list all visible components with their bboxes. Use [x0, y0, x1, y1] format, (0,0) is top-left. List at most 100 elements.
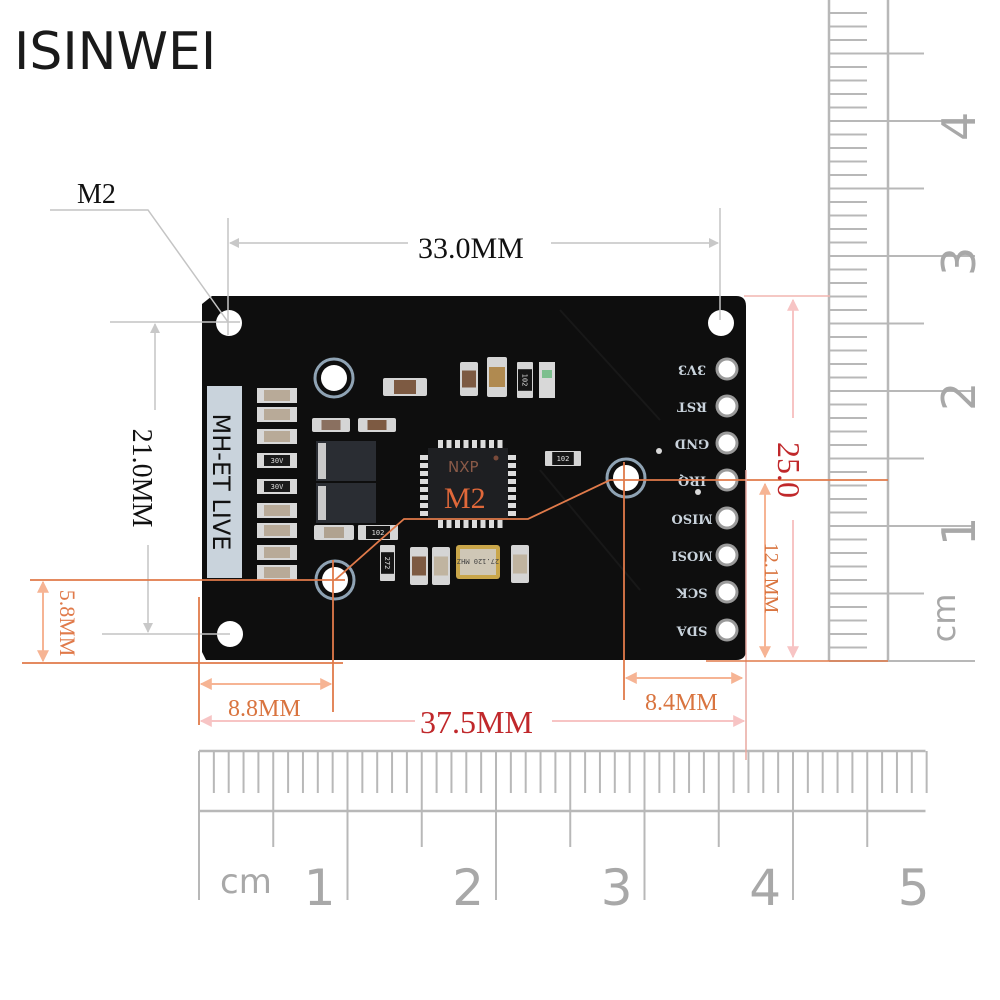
ruler-label: 1	[304, 859, 336, 917]
pin-label: GND	[675, 436, 709, 451]
chip-pin	[508, 495, 516, 500]
chip-pin	[463, 440, 469, 448]
ruler-label: 3	[932, 247, 986, 276]
pin-label: SCK	[676, 585, 708, 600]
ruler-label: 2	[932, 382, 986, 411]
chip-pin	[489, 440, 494, 448]
pin-label: 3V3	[678, 362, 706, 377]
chip-pin	[508, 503, 516, 508]
smd-capacitor	[487, 357, 507, 397]
chip-pin	[420, 479, 428, 484]
model-label: MH-ET LIVE	[207, 414, 235, 551]
chip-pin	[472, 520, 477, 528]
capacitor-column: 30V 30V	[257, 388, 297, 580]
ruler-label: 5	[898, 859, 930, 917]
chip-pin	[480, 520, 486, 528]
mount-hole-top-right	[708, 310, 734, 336]
hole-callout-label: M2	[77, 179, 116, 210]
smd-capacitor	[257, 523, 297, 538]
chip-pin	[508, 487, 516, 492]
ruler-unit-label: cm	[925, 594, 963, 643]
smd-capacitor	[257, 429, 297, 444]
header-pin: GND	[675, 431, 739, 455]
hole-offset-bottom-label: 5.8MM	[55, 590, 80, 657]
chip-pin	[489, 520, 494, 528]
pin-pad	[715, 431, 739, 455]
smd-capacitor	[312, 418, 350, 432]
header-pin: SDA	[676, 618, 739, 642]
crystal-oscillator: 27.120 MHZ	[456, 545, 500, 579]
right-ruler: cm 1 2 3 4	[827, 0, 986, 662]
via	[656, 448, 662, 454]
hole-offset-right-label: 8.4MM	[645, 690, 718, 716]
chip-pin	[455, 520, 460, 528]
inductor-top	[316, 441, 376, 481]
pin-label: MISO	[671, 511, 712, 526]
via	[695, 489, 701, 495]
smd-resistor: 102	[517, 362, 533, 398]
chip-pin	[446, 440, 452, 448]
width-holes-label: 33.0MM	[418, 232, 524, 265]
chip-pin	[497, 520, 503, 528]
chip-pin	[420, 471, 428, 476]
chip-pin	[497, 440, 503, 448]
chip-pin	[480, 440, 486, 448]
pin-label: RST	[677, 399, 707, 414]
capacitor-code: 30V	[271, 483, 284, 491]
crystal-text: 27.120 MHZ	[457, 557, 499, 565]
chip-pin	[438, 520, 443, 528]
ruler-label: 1	[932, 517, 986, 546]
smd-resistor: 102	[545, 451, 581, 466]
chip-brand: NXP	[448, 458, 479, 476]
resistor-code: 102	[372, 529, 385, 537]
height-holes-label: 21.0MM	[126, 429, 157, 528]
brand-title: ISINWEI	[14, 22, 217, 82]
chip-pin	[508, 511, 516, 516]
smd-capacitor	[257, 407, 297, 422]
header-pin: MISO	[671, 506, 739, 530]
pin-pad	[715, 543, 739, 567]
chip-pin	[463, 520, 469, 528]
ruler-unit-label: cm	[220, 862, 272, 902]
header-pin: SCK	[676, 580, 739, 604]
header-pin: 3V3	[678, 357, 739, 381]
gray-dimensions	[50, 208, 721, 635]
chip-pin	[508, 455, 516, 460]
mount-hole-right	[605, 457, 647, 499]
orange-dimensions	[22, 295, 888, 760]
smd-capacitor	[257, 388, 297, 403]
ruler-label: 3	[601, 859, 633, 917]
pin-label: MOSI	[671, 548, 712, 563]
ruler-label: 4	[749, 859, 781, 917]
chip-pin	[472, 440, 477, 448]
chip-pin	[420, 463, 428, 468]
smd-capacitor: 30V	[257, 453, 297, 468]
pin-pad	[715, 580, 739, 604]
hole-offset-right-height-label: 12.1MM	[760, 543, 782, 614]
pin-pad	[715, 618, 739, 642]
resistor-code: 102	[557, 455, 570, 463]
smd-capacitor	[257, 565, 297, 580]
smd-led	[539, 362, 555, 398]
ruler-label: 4	[932, 112, 986, 141]
total-width-label: 37.5MM	[420, 704, 533, 740]
chip-pin	[508, 479, 516, 484]
chip-pin	[420, 455, 428, 460]
model-label-box: MH-ET LIVE	[207, 386, 242, 578]
nfc-chip: NXP M2	[420, 440, 516, 528]
capacitor-code: 30V	[271, 457, 284, 465]
smd-capacitor	[432, 547, 450, 585]
header-pin: RST	[677, 394, 739, 418]
inductor-bottom	[316, 483, 376, 523]
smd-capacitor	[383, 378, 427, 396]
chip-pin	[508, 471, 516, 476]
chip-pin	[508, 463, 516, 468]
smd-resistor: 102	[358, 525, 398, 540]
chip-pin	[420, 487, 428, 492]
